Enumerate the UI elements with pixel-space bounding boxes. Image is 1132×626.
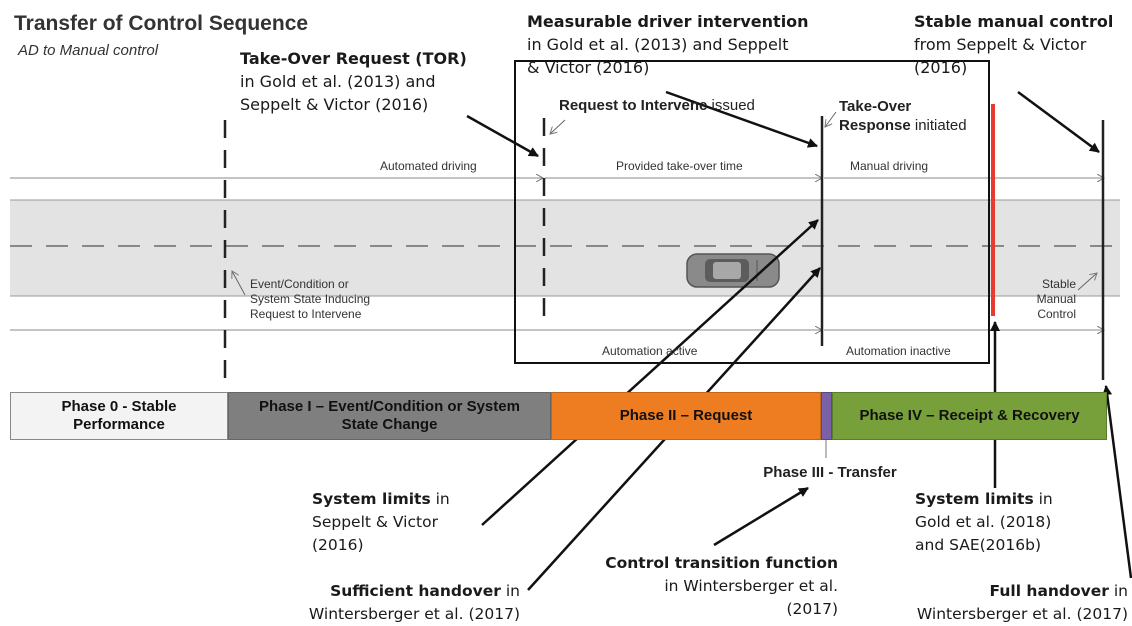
phase-0-line2: Performance [73,416,165,433]
phase-4-label: Phase IV – Receipt & Recovery [859,407,1080,424]
phase-0-line1: Phase 0 - Stable [61,398,177,415]
sys-seppelt-line2: Seppelt & Victor [312,513,438,531]
stable-arrow [1017,90,1100,154]
sufficient-handover-note: Sufficient handover in Wintersberger et … [270,580,520,626]
phase-1-line2: State Change [341,416,438,433]
stable-road-line1: Stable [1041,277,1076,291]
full-bold: Full handover [989,582,1109,600]
tor-annotation: Take-Over Request (TOR) in Gold et al. (… [240,47,467,116]
diagram-subtitle: AD to Manual control [18,42,159,59]
takeover-response-label: Take-Over Response initiated [839,97,967,135]
measurable-label: Measurable driver intervention [527,12,809,31]
phase-1-line1: Phase I – Event/Condition or System [259,398,520,415]
takeover-line1: Take-Over [839,98,912,115]
phase-3-box [821,392,832,440]
takeover-rest: initiated [910,117,967,134]
request-to-intervene-label: Request to Intervene issued [559,97,755,114]
measurable-line2: in Gold et al. (2013) and Seppelt [527,35,789,54]
phase-4-box: Phase IV – Receipt & Recovery [832,392,1107,440]
stable-road-line3: Control [1037,307,1076,321]
full-handover-note: Full handover in Wintersberger et al. (2… [874,580,1128,626]
sufficient-rest: in [500,582,520,600]
automated-driving-label: Automated driving [380,159,477,173]
full-rest: in [1108,582,1128,600]
event-line1: Event/Condition or [250,277,349,291]
sys-seppelt-bold: System limits [312,490,431,508]
stable-road-line2: Manual [1036,292,1076,306]
sys-gold-line3: and SAE(2016b) [915,536,1041,554]
tor-arrow [466,114,539,158]
measurable-line3: & Victor (2016) [527,58,650,77]
full-handover-arrow [1102,385,1132,579]
request-bold: Request to Intervene [559,97,708,114]
sys-seppelt-line3: (2016) [312,536,364,554]
system-limits-gold-note: System limits in Gold et al. (2018) and … [915,488,1053,557]
measurable-arrow [665,90,818,148]
car-icon [686,253,780,288]
stable-line3: (2016) [914,58,968,77]
takeover-pointer [825,111,837,127]
stable-label: Stable manual control [914,12,1114,31]
full-line2: Wintersberger et al. (2017) [916,605,1128,623]
automation-active-label: Automation active [602,344,698,358]
phase-2-box: Phase II – Request [551,392,821,440]
stable-annotation: Stable manual control from Seppelt & Vic… [914,10,1113,79]
phase-3-label: Phase III - Transfer [763,464,897,481]
automation-inactive-label: Automation inactive [846,344,951,358]
stable-line2: from Seppelt & Victor [914,35,1087,54]
sufficient-bold: Sufficient handover [330,582,501,600]
system-limits-seppelt-note: System limits in Seppelt & Victor (2016) [312,488,450,557]
manual-driving-label: Manual driving [850,159,929,173]
tor-label: Take-Over Request (TOR) [240,49,467,68]
sys-seppelt-rest: in [430,490,450,508]
control-line2: in Wintersberger et al. [664,577,838,595]
tor-line3: Seppelt & Victor (2016) [240,95,429,114]
measurable-annotation: Measurable driver intervention in Gold e… [527,10,809,79]
stable-manual-control-label: Stable Manual Control [1010,277,1076,322]
sys-gold-rest: in [1033,490,1053,508]
control-transition-arrow [713,486,809,547]
system-limits-seppelt-arrow [481,219,819,526]
request-rest: issued [707,97,755,114]
sys-gold-bold: System limits [915,490,1034,508]
provided-time-label: Provided take-over time [616,159,743,173]
control-line3: (2017) [786,600,838,618]
stable-pointer [1077,273,1097,291]
control-bold: Control transition function [605,554,838,572]
sys-gold-line2: Gold et al. (2018) [915,513,1052,531]
request-pointer [550,119,566,134]
road-band [10,200,1120,296]
event-line3: Request to Intervene [250,307,362,321]
event-pointer [232,271,246,296]
sufficient-line2: Wintersberger et al. (2017) [308,605,520,623]
control-transition-note: Control transition function in Wintersbe… [588,552,838,621]
event-line2: System State Inducing [250,292,371,306]
takeover-bold: Response [839,117,911,134]
intervention-box [514,60,990,364]
event-condition-label: Event/Condition or System State Inducing… [250,277,370,322]
diagram-title: Transfer of Control Sequence [14,12,309,35]
tor-line2: in Gold et al. (2013) and [240,72,436,91]
phase-2-label: Phase II – Request [619,407,753,424]
